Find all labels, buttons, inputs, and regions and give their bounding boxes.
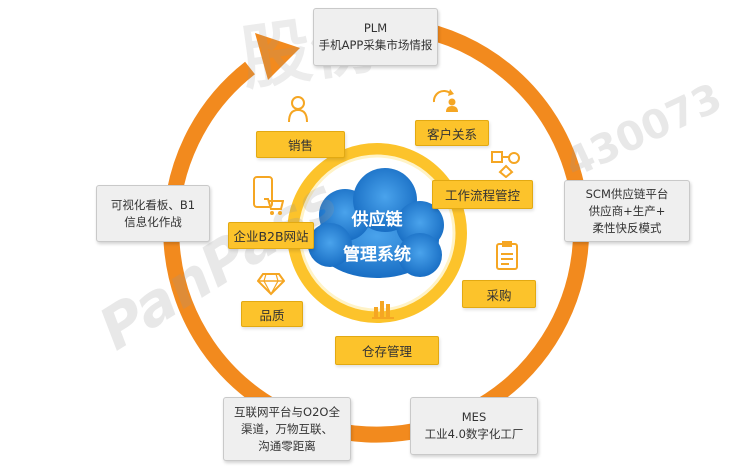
label-warehouse: 仓存管理 xyxy=(335,336,439,365)
ring-arrow-head xyxy=(255,33,300,80)
label-b2b: 企业B2B网站 xyxy=(228,222,314,249)
visual-box: 可视化看板、B1 信息化作战 xyxy=(96,185,210,242)
label-customer: 客户关系 xyxy=(415,120,489,146)
mes-desc: 工业4.0数字化工厂 xyxy=(424,427,524,441)
plm-title: PLM xyxy=(363,21,388,35)
label-purchase: 采购 xyxy=(462,280,536,308)
clipboard-icon xyxy=(496,241,518,270)
o2o-line2: 渠道，万物互联、 xyxy=(241,421,333,436)
cloud-shape xyxy=(308,168,444,278)
plm-desc: 手机APP采集市场情报 xyxy=(318,38,433,52)
center-title-line2: 管理系统 xyxy=(343,245,411,265)
scm-line3: 柔性快反模式 xyxy=(592,220,662,235)
customer-relation-icon xyxy=(432,89,458,112)
mes-box: MES 工业4.0数字化工厂 xyxy=(410,397,538,455)
plm-box: PLM 手机APP采集市场情报 xyxy=(313,8,438,66)
o2o-line3: 沟通零距离 xyxy=(258,438,316,453)
label-quality: 品质 xyxy=(241,301,303,327)
center-title-line1: 供应链 xyxy=(351,210,403,230)
o2o-box: 互联网平台与O2O全 渠道，万物互联、 沟通零距离 xyxy=(223,397,351,461)
workflow-icon xyxy=(491,151,520,178)
scm-line1: SCM供应链平台 xyxy=(585,186,669,201)
label-workflow: 工作流程管控 xyxy=(432,180,533,209)
shopping-cart-icon xyxy=(253,176,284,215)
scm-box: SCM供应链平台 供应商+生产+ 柔性快反模式 xyxy=(564,180,690,242)
diamond-icon xyxy=(257,273,285,296)
visual-line1: 可视化看板、B1 xyxy=(110,197,196,212)
bar-chart-icon xyxy=(372,301,394,319)
visual-line2: 信息化作战 xyxy=(124,214,182,229)
person-icon xyxy=(288,96,308,123)
o2o-line1: 互联网平台与O2O全 xyxy=(234,404,340,419)
mes-title: MES xyxy=(461,410,487,424)
label-sales: 销售 xyxy=(256,131,345,158)
scm-line2: 供应商+生产+ xyxy=(588,203,666,218)
